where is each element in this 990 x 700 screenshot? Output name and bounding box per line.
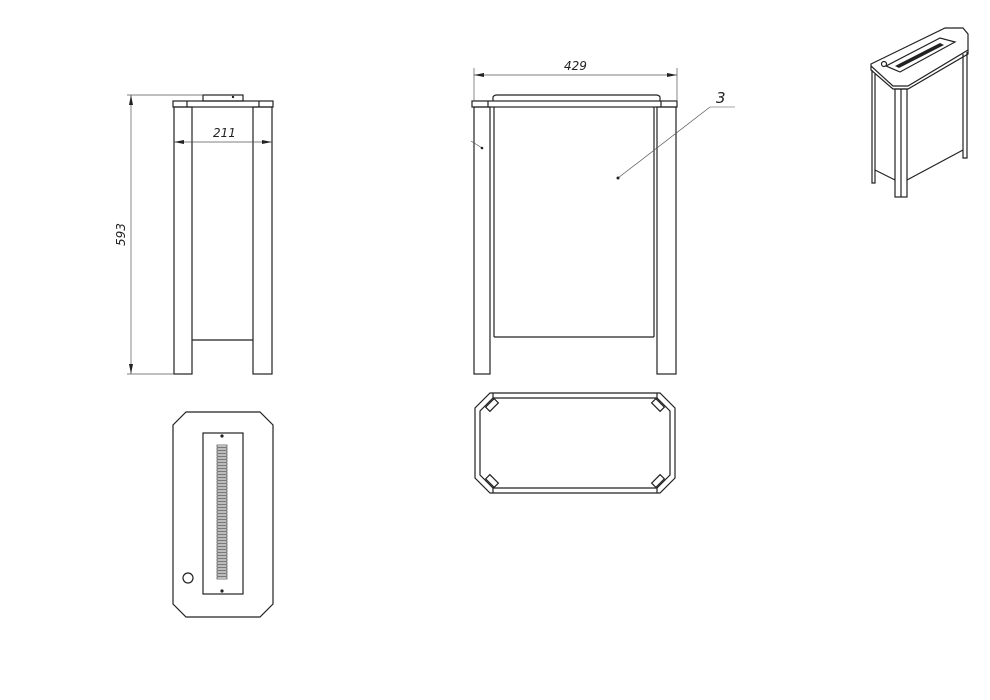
- vent-slot: [216, 465, 228, 469]
- vent-slot: [216, 513, 228, 517]
- vent-slot: [216, 555, 228, 559]
- vent-slot: [216, 456, 228, 460]
- vent-slot: [216, 492, 228, 496]
- vent-slot: [216, 519, 228, 523]
- vent-slot: [216, 498, 228, 502]
- vent-slot: [216, 510, 228, 514]
- vent-slot: [216, 546, 228, 550]
- vent-slot: [216, 567, 228, 571]
- vent-slot: [216, 531, 228, 535]
- callout-label: 3: [716, 89, 726, 107]
- vent-slot: [216, 522, 228, 526]
- depth-dimension-label: 211: [213, 126, 236, 140]
- vent-slot: [216, 453, 228, 457]
- vent-slot: [216, 534, 228, 538]
- vent-slot: [216, 504, 228, 508]
- vent-slot: [216, 561, 228, 565]
- vent-slot: [216, 543, 228, 547]
- vent-slot: [216, 486, 228, 490]
- bottom-view: [474, 392, 676, 494]
- vent-slot: [216, 525, 228, 529]
- vent-slot: [216, 444, 228, 448]
- vent-slots: [216, 444, 228, 580]
- vent-slot: [216, 447, 228, 451]
- vent-slot: [216, 576, 228, 580]
- vent-slot: [216, 570, 228, 574]
- vent-slot: [216, 480, 228, 484]
- vent-slot: [216, 558, 228, 562]
- width-dimension-label: 429: [564, 59, 587, 73]
- vent-slot: [216, 528, 228, 532]
- vent-slot: [216, 495, 228, 499]
- vent-slot: [216, 468, 228, 472]
- top-view: [172, 411, 274, 618]
- vent-slot: [216, 516, 228, 520]
- vent-slot: [216, 507, 228, 511]
- vent-slot: [216, 450, 228, 454]
- vent-slot: [216, 564, 228, 568]
- vent-slot: [216, 471, 228, 475]
- vent-slot: [216, 477, 228, 481]
- vent-slot: [216, 501, 228, 505]
- vent-slot: [216, 549, 228, 553]
- isometric-view: [870, 27, 969, 198]
- vent-slot: [216, 462, 228, 466]
- vent-slot: [216, 573, 228, 577]
- side-view: 593 211: [114, 94, 274, 375]
- vent-slot: [216, 459, 228, 463]
- vent-slot: [216, 537, 228, 541]
- vent-slot: [216, 483, 228, 487]
- vent-slot: [216, 540, 228, 544]
- height-dimension-label: 593: [114, 223, 128, 246]
- vent-slot: [216, 489, 228, 493]
- vent-slot: [216, 474, 228, 478]
- front-view: 429 3: [470, 59, 735, 375]
- vent-slot: [216, 552, 228, 556]
